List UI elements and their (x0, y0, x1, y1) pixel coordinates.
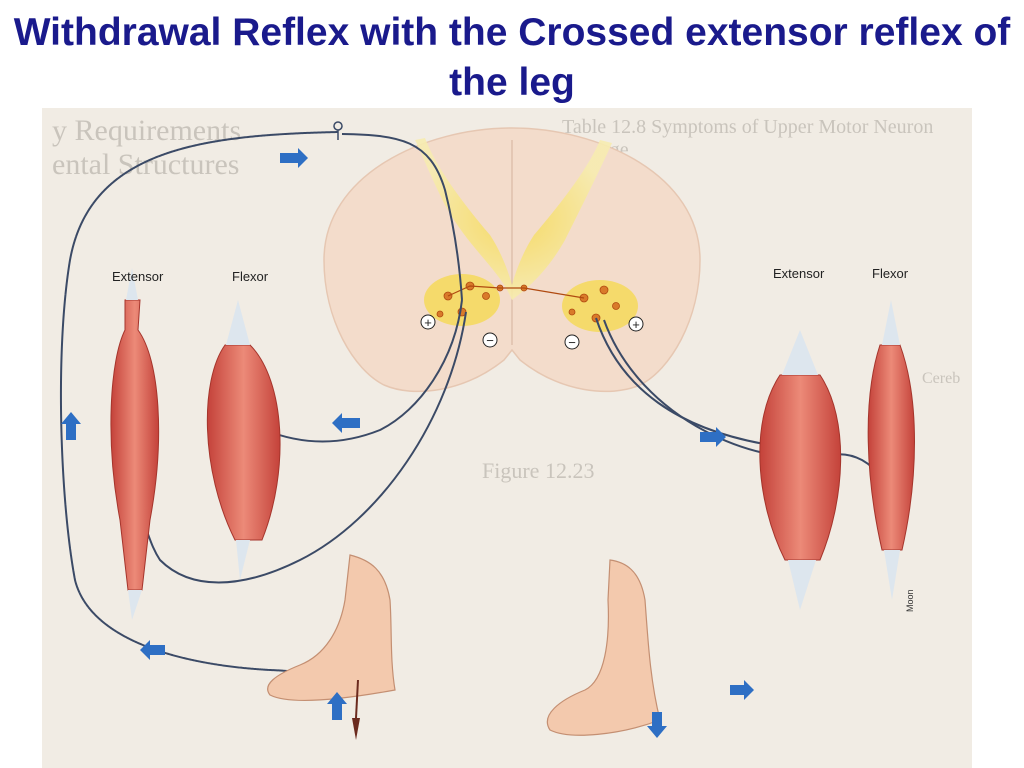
inhibitory-sign-left: − (486, 333, 494, 348)
arrow-left-leg-back (140, 640, 165, 660)
receptor-icon (333, 121, 343, 131)
arrow-to-right-extensor (700, 427, 726, 447)
background-figure-ref: Figure 12.23 (482, 458, 595, 483)
slide-title: Withdrawal Reflex with the Crossed exten… (13, 11, 1011, 104)
right-foot (546, 559, 661, 736)
signal-arrows (61, 148, 754, 738)
label-left-flexor: Flexor (232, 269, 269, 284)
right-extensor-muscle (759, 330, 842, 610)
background-heading-right: Cereb (922, 370, 961, 387)
arrow-right-foot-down (647, 712, 667, 738)
spinal-cord (323, 127, 701, 393)
inhibitory-sign-right: − (568, 335, 576, 350)
left-flexor-muscle (206, 300, 281, 580)
arrow-sensory-in (280, 148, 308, 168)
excitatory-sign-left: + (424, 315, 432, 330)
left-extensor-muscle (110, 268, 160, 620)
left-foot-stimulus (267, 554, 396, 740)
excitatory-sign-right: + (632, 317, 640, 332)
interneuron-cluster-right (520, 284, 620, 323)
nerve-fibers (59, 131, 886, 691)
sign-plus-left: + (420, 314, 436, 330)
label-left-extensor: Extensor (112, 269, 164, 284)
label-right-extensor: Extensor (773, 266, 825, 281)
sign-plus-right: + (628, 316, 644, 332)
background-heading-left-2: ental Structures (52, 148, 240, 181)
arrow-right-leg (730, 680, 754, 700)
arrow-foot-up (327, 692, 347, 720)
sign-minus-left: − (482, 332, 498, 348)
arrow-to-left-flexor (332, 413, 360, 433)
arrow-left-extensor-up (61, 412, 81, 440)
sign-minus-right: − (564, 334, 580, 350)
label-right-flexor: Flexor (872, 266, 909, 281)
right-flexor-muscle (867, 300, 915, 600)
artist-credit: Moon (905, 589, 915, 612)
